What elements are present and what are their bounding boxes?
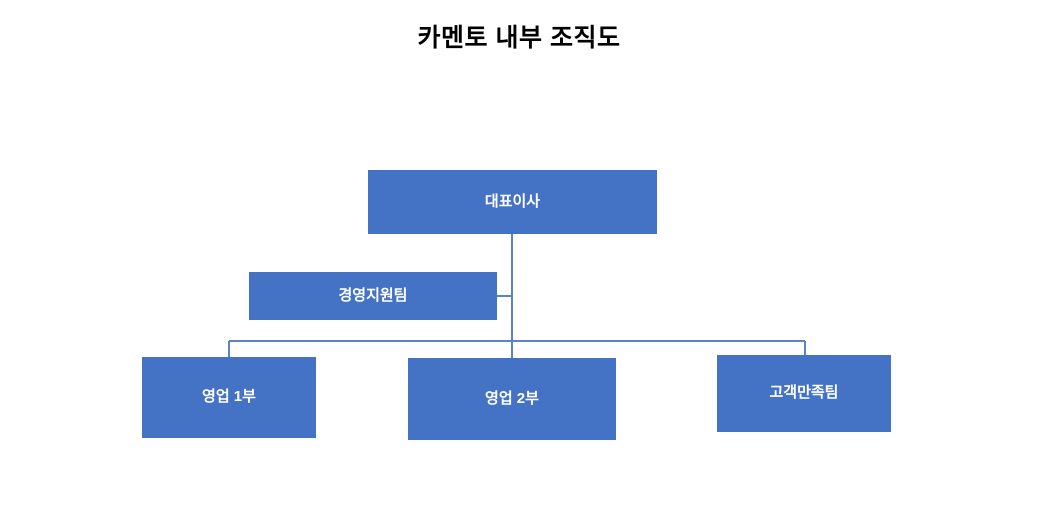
org-node-customer-satisfaction[interactable]: 고객만족팀 (717, 355, 891, 432)
page-title: 카멘토 내부 조직도 (417, 24, 621, 52)
org-node-sales-dept-1[interactable]: 영업 1부 (142, 357, 316, 438)
org-node-management-support[interactable]: 경영지원팀 (249, 272, 497, 320)
org-node-sales-dept-2[interactable]: 영업 2부 (408, 358, 616, 440)
org-node-ceo[interactable]: 대표이사 (368, 170, 657, 234)
org-node-label: 영업 2부 (485, 389, 539, 407)
org-node-label: 영업 1부 (202, 388, 256, 406)
org-node-label: 고객만족팀 (769, 384, 839, 402)
org-node-label: 대표이사 (484, 192, 541, 210)
org-node-label: 경영지원팀 (338, 286, 408, 304)
